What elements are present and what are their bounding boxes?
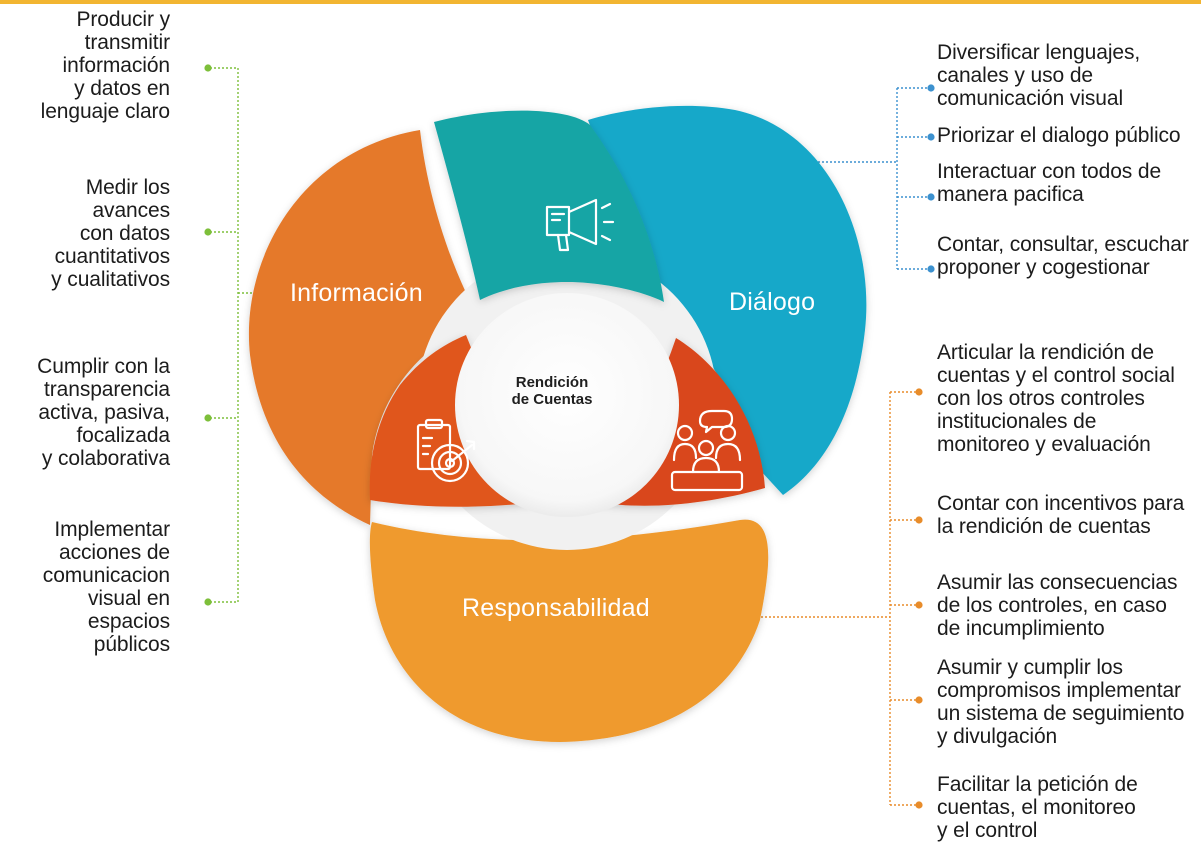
left-bullet-4 [204, 598, 212, 606]
left-item-4: Implementar acciones de comunicacion vis… [42, 518, 170, 656]
dialogo-bullet-2 [927, 133, 935, 141]
responsabilidad-item-2: Contar con incentivos para la rendición … [937, 492, 1185, 538]
left-bullet-3 [204, 414, 212, 422]
right-connectors [745, 84, 935, 809]
responsabilidad-item-3: Asumir las consecuencias de los controle… [937, 571, 1178, 640]
left-item-1: Producir y transmitir información y dato… [40, 8, 170, 123]
left-bullet-2 [204, 228, 212, 236]
dialogo-item-2: Priorizar el dialogo público [937, 124, 1181, 147]
left-connectors [204, 64, 282, 606]
dialogo-lobe [588, 105, 867, 496]
left-item-3: Cumplir con la transparencia activa, pas… [37, 355, 170, 470]
dialogo-item-4: Contar, consultar, escuchar proponer y c… [937, 233, 1189, 279]
responsabilidad-bullet-2 [915, 516, 923, 524]
dialogo-item-3: Interactuar con todos de manera pacifica [937, 160, 1162, 206]
dialogo-bullet-3 [927, 193, 935, 201]
responsabilidad-lobe [369, 519, 769, 742]
left-bullet-1 [204, 64, 212, 72]
top-accent-rule [0, 0, 1201, 4]
dialogo-bullet-1 [927, 84, 935, 92]
team-meeting-icon [670, 409, 744, 492]
responsabilidad-label: Responsabilidad [462, 594, 650, 622]
responsabilidad-item-4: Asumir y cumplir los compromisos impleme… [937, 656, 1185, 748]
center-title: Rendición de Cuentas [511, 374, 593, 408]
center-disc [455, 293, 679, 517]
target-clipboard-icon [416, 418, 476, 483]
responsabilidad-bullet-5 [915, 801, 923, 809]
left-item-2: Medir los avances con datos cuantitativo… [51, 176, 170, 291]
megaphone-icon [545, 198, 615, 252]
responsabilidad-item-1: Articular la rendición de cuentas y el c… [937, 341, 1175, 456]
dialogo-label: Diálogo [729, 288, 816, 316]
informacion-label: Información [290, 279, 423, 307]
responsabilidad-bullet-4 [915, 696, 923, 704]
dialogo-item-1: Diversificar lenguajes, canales y uso de… [937, 41, 1141, 110]
responsabilidad-bullet-1 [915, 388, 923, 396]
informacion-lobe [248, 130, 480, 525]
responsabilidad-bullet-3 [915, 601, 923, 609]
dialogo-bullet-4 [927, 265, 935, 273]
responsabilidad-item-5: Facilitar la petición de cuentas, el mon… [937, 773, 1138, 842]
